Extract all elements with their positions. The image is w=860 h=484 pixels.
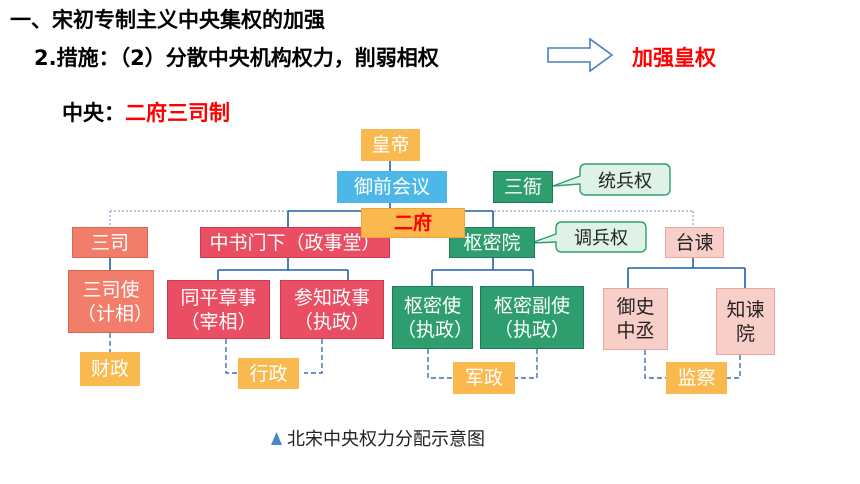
diaobing-callout: 调兵权 — [574, 228, 628, 249]
arrow-right-icon — [547, 37, 614, 73]
taijian-box: 台谏 — [665, 227, 724, 258]
central-label: 中央：二府三司制 — [62, 97, 230, 127]
sansishi-box: 三司使（计相） — [68, 270, 154, 333]
triangle-icon — [271, 432, 282, 445]
shumifushi-box: 枢密副使（执政） — [480, 286, 584, 349]
caizheng-box: 财政 — [80, 352, 140, 386]
xingzheng-box: 行政 — [238, 358, 299, 389]
measure-title: 2.措施：（2）分散中央机构权力，削弱相权 — [34, 46, 439, 70]
sanya-box: 三衙 — [493, 171, 553, 203]
canzhi-box: 参知政事（执政） — [280, 280, 384, 339]
central-prefix: 中央： — [62, 101, 125, 125]
yushi-box: 御史中丞 — [603, 288, 668, 350]
callout-bubble-tongbing — [552, 163, 671, 196]
sansi-box: 三司 — [72, 227, 148, 258]
callout-bubble-diaobing — [530, 221, 647, 253]
jiancha-box: 监察 — [666, 362, 727, 394]
erfu-label: 二府 — [393, 212, 432, 234]
system-name: 二府三司制 — [125, 101, 230, 125]
shumishi-box: 枢密使（执政） — [392, 286, 473, 349]
tongbing-callout: 统兵权 — [598, 170, 652, 192]
result-label: 加强皇权 — [632, 46, 716, 70]
emperor-box: 皇帝 — [361, 129, 420, 161]
council-box: 御前会议 — [337, 171, 447, 203]
diagram-caption: 北宋中央权力分配示意图 — [287, 429, 485, 450]
zhongshu-box: 中书门下（政事堂） — [200, 227, 390, 258]
erfu-box: 二府 — [361, 208, 465, 238]
junzheng-box: 军政 — [453, 362, 515, 394]
zhijian-box: 知谏院 — [716, 288, 775, 355]
tongping-box: 同平章事（宰相） — [167, 280, 270, 339]
section-title: 一、宋初专制主义中央集权的加强 — [10, 8, 325, 32]
